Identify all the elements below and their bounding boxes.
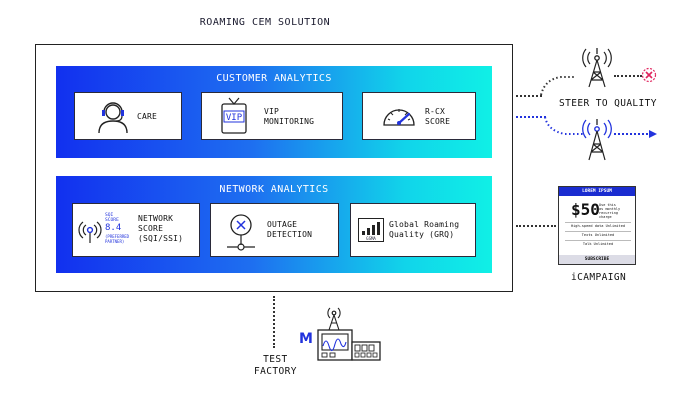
campaign-card-row: Talk Unlimited (582, 242, 614, 246)
steer-curve (540, 76, 575, 96)
connector-test-factory (273, 296, 275, 348)
customer-analytics-title: CUSTOMER ANALYTICS (216, 73, 332, 84)
connector-campaign (516, 225, 556, 227)
campaign-card-price: $50 (571, 200, 600, 219)
campaign-card-price-note: Use this as monthly recurring charge (599, 203, 621, 219)
vip-monitoring-box: VIP VIP MONITORING (201, 92, 343, 140)
card-divider (565, 240, 631, 241)
network-score-box: SQI SCORE 8.4 (PREFERRED PARTNER) NETWOR… (72, 203, 200, 257)
diagram-title: ROAMING CEM SOLUTION (199, 17, 331, 28)
connector-steer-blue (516, 116, 546, 118)
customer-analytics-panel: CUSTOMER ANALYTICS CARE VIP VIP MONITORI… (56, 66, 492, 158)
campaign-card-header: LOREM IPSUM (559, 187, 635, 196)
sqi-mini-line2: SCORE (105, 218, 119, 223)
vip-monitoring-label: VIP MONITORING (264, 107, 315, 126)
card-divider (565, 222, 631, 223)
care-box: CARE (74, 92, 182, 140)
grq-box: GSMA Global Roaming Quality (GRQ) (350, 203, 476, 257)
outage-x-icon (227, 214, 255, 251)
card-divider (565, 231, 631, 232)
speedometer-icon (383, 109, 415, 126)
test-factory-logo: M (299, 331, 313, 347)
care-label: CARE (137, 112, 158, 121)
steer-label: STEER TO QUALITY (559, 98, 657, 109)
rcx-score-box: R-CX SCORE (362, 92, 476, 140)
vip-badge-text: VIP (226, 113, 243, 123)
test-equipment-icon (317, 307, 381, 361)
sqi-mini-line1: SQI (105, 213, 114, 218)
network-analytics-panel: NETWORK ANALYTICS SQI SCORE 8.4 (PREFERR… (56, 176, 492, 273)
gsma-logo-text: GSMA (366, 236, 376, 241)
cell-tower-icon (582, 48, 612, 88)
network-analytics-title: NETWORK ANALYTICS (219, 184, 329, 195)
blocked-x-icon (641, 67, 657, 83)
test-factory-label: TEST FACTORY (254, 354, 297, 377)
network-score-label: NETWORK SCORE (SQI/SSI) (138, 214, 184, 243)
campaign-card-row: High-speed data Unlimited (570, 224, 626, 228)
grq-label: Global Roaming Quality (GRQ) (389, 220, 460, 239)
outage-detection-label: OUTAGE DETECTION (267, 220, 313, 239)
gsma-logo-icon: GSMA (358, 218, 384, 242)
connector-steer (516, 95, 542, 97)
connector-to-stop (614, 75, 642, 77)
vip-badge-icon: VIP (221, 97, 247, 134)
campaign-card-row: Texts Unlimited (581, 233, 615, 237)
solution-frame (35, 44, 513, 292)
sqi-mini-value: 8.4 (105, 223, 122, 233)
agent-headset-icon (98, 102, 128, 134)
campaign-label: iCAMPAIGN (571, 272, 627, 283)
arrow-right-icon (649, 130, 657, 138)
subscribe-button: SUBSCRIBE (559, 255, 635, 264)
steer-blue-curve (544, 116, 583, 135)
signal-score-icon (78, 221, 102, 243)
connector-steered (614, 133, 648, 135)
outage-detection-box: OUTAGE DETECTION (210, 203, 339, 257)
sqi-mini-line3: (PREFERRED PARTNER) (105, 234, 130, 244)
rcx-score-label: R-CX SCORE (425, 107, 451, 126)
campaign-card: LOREM IPSUM $50 Use this as monthly recu… (558, 186, 636, 265)
steered-tower-icon (582, 119, 612, 161)
